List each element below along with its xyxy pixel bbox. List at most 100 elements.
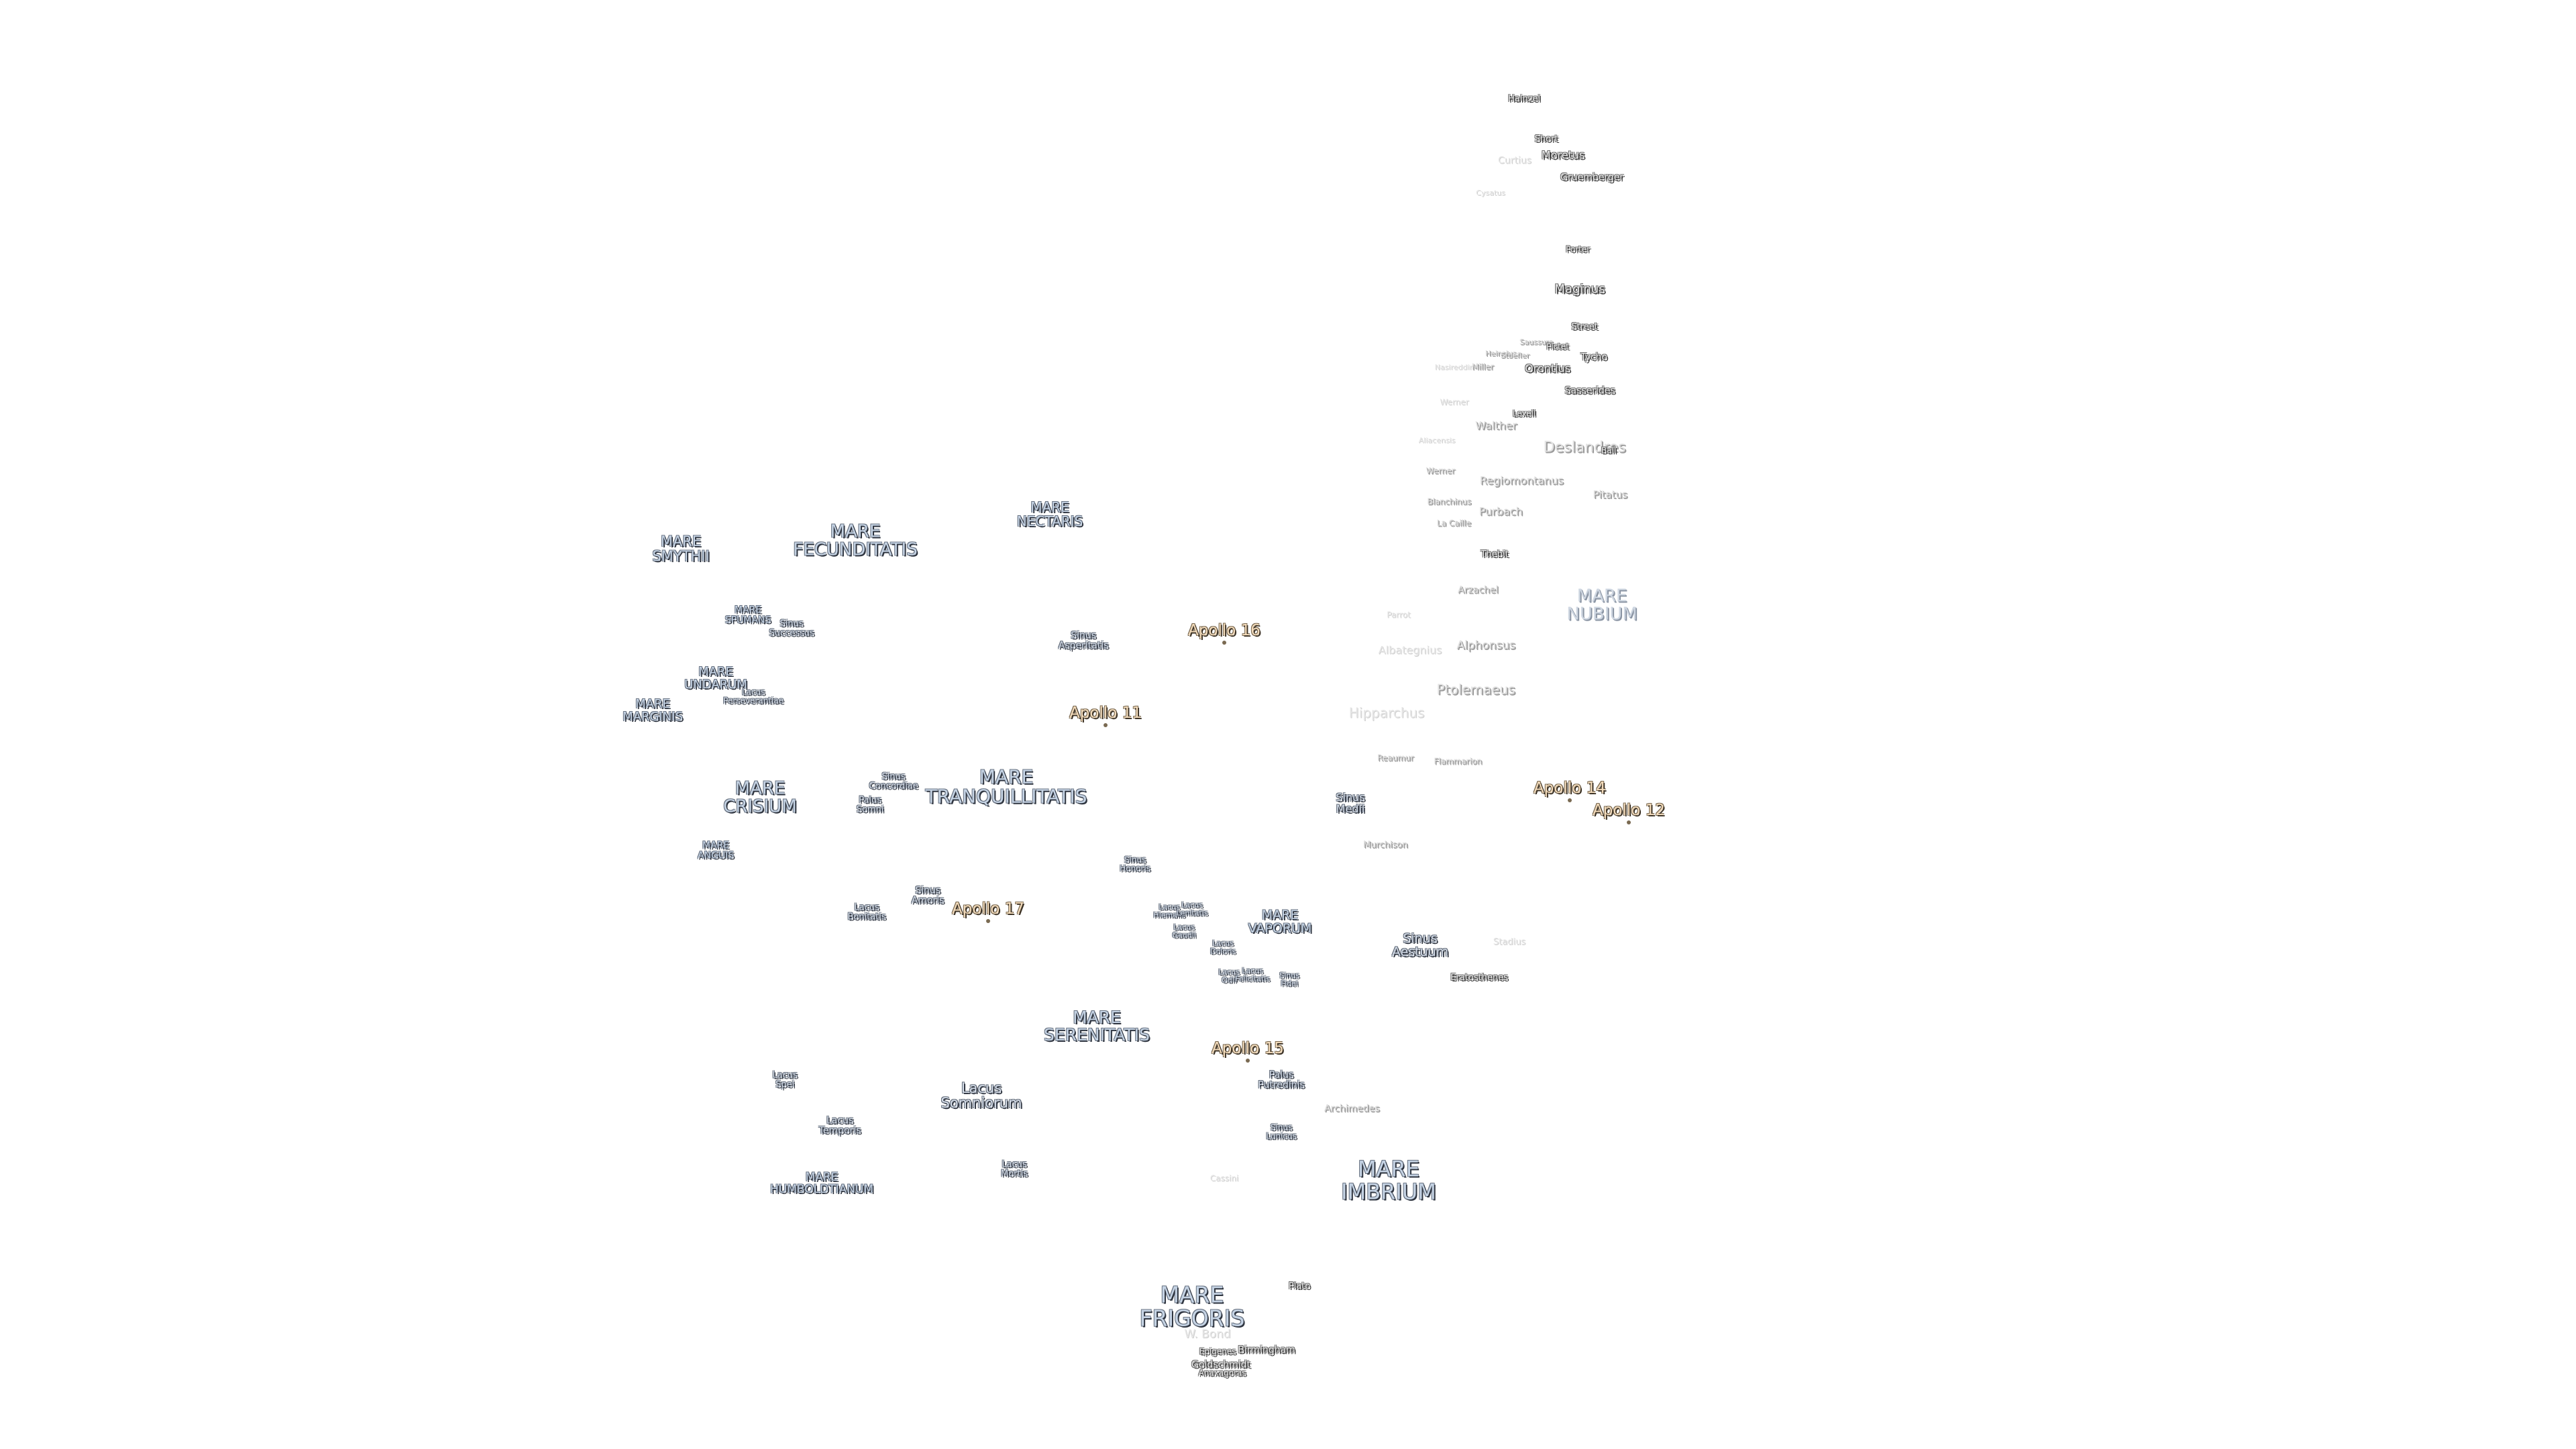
mare-serenitatis-label: MARE SERENITATIS xyxy=(1044,1007,1150,1044)
crater-moretus-label: Moretus xyxy=(1541,148,1585,162)
crater-orontius-label: Orontius xyxy=(1525,362,1570,375)
crater-la-caille-label: La Caille xyxy=(1436,518,1471,528)
apollo-14-site-marker xyxy=(1568,798,1572,802)
crater-sasserides-label: Sasserides xyxy=(1564,385,1615,396)
apollo-15-label: Apollo 15 xyxy=(1212,1039,1284,1057)
palus-somni-label: Palus Somni xyxy=(856,795,884,814)
crater-pitatus-label: Pitatus xyxy=(1593,488,1627,501)
crater-eratosthenes-label: Eratosthenes xyxy=(1450,973,1508,983)
crater-albategnius-label: Albategnius xyxy=(1378,643,1442,657)
crater-ball-label: Ball xyxy=(1601,445,1617,455)
crater-porter-label: Porter xyxy=(1565,244,1591,254)
crater-plato-label: Plato xyxy=(1288,1281,1311,1292)
mare-marginis-label: MARE MARGINIS xyxy=(623,697,683,724)
mare-smythii-label: MARE SMYTHII xyxy=(652,533,710,564)
crater-cassini-label: Cassini xyxy=(1210,1173,1239,1183)
crater-alphonsus-label: Alphonsus xyxy=(1456,639,1515,653)
crater-stadius-label: Stadius xyxy=(1493,937,1526,948)
mare-anguis-label: MARE ANGUIS xyxy=(697,840,735,861)
crater-reaumur-label: Reaumur xyxy=(1377,753,1414,763)
mare-humboldtianum-label: MARE HUMBOLDTIANUM xyxy=(769,1171,874,1196)
crater-epigenes-label: Epigenes xyxy=(1199,1346,1236,1356)
crater-flammarion-label: Flammarion xyxy=(1434,756,1482,766)
sinus-amoris-label: Sinus Amoris xyxy=(911,885,945,906)
sinus-honoris-label: Sinus Honoris xyxy=(1120,855,1150,873)
lacus-temporis-label: Lacus Temporis xyxy=(818,1115,861,1136)
mare-nectaris-label: MARE NECTARIS xyxy=(1016,499,1083,529)
mare-spumans-label: MARE SPUMANS xyxy=(724,604,771,625)
crater-curtius-label: Curtius xyxy=(1498,155,1532,166)
crater-birmingham-label: Birmingham xyxy=(1238,1344,1295,1356)
lacus-odii-label: Lacus Odii xyxy=(1218,967,1240,984)
crater-street-label: Street xyxy=(1571,322,1598,333)
crater-archimedes-label: Archimedes xyxy=(1324,1103,1380,1114)
crater-goldschmidt-label: Goldschmidt xyxy=(1191,1359,1250,1371)
apollo-16-label: Apollo 16 xyxy=(1188,621,1260,639)
apollo-17-site-marker xyxy=(986,919,990,923)
crater-aliacensis-label: Aliacensis xyxy=(1418,436,1456,445)
apollo-11-site-marker xyxy=(1104,723,1108,727)
crater-werner-label: Werner xyxy=(1426,466,1455,476)
apollo-16-site-marker xyxy=(1222,641,1226,645)
mare-imbrium-label: MARE IMBRIUM xyxy=(1341,1156,1436,1204)
lacus-spei-label: Lacus Spei xyxy=(772,1070,798,1089)
crater-nasireddin-label: Nasireddin xyxy=(1434,363,1474,372)
crater-miller-label: Miller xyxy=(1471,362,1494,372)
crater-ptolemaeus-label: Ptolemaeus xyxy=(1436,681,1515,698)
lacus-hiemalis-label: Lacus Hiemalis xyxy=(1153,902,1185,919)
sinus-successus-label: Sinus Successus xyxy=(769,619,814,638)
mare-vaporum-label: MARE VAPORUM xyxy=(1248,908,1312,936)
crater-cysatus-label: Cysatus xyxy=(1476,189,1505,198)
crater-parrot-label: Parrot xyxy=(1387,610,1411,620)
lacus-somniorum-label: Lacus Somniorum xyxy=(941,1079,1022,1111)
lacus-bonitatis-label: Lacus Bonitatis xyxy=(847,902,886,922)
sinus-fidei-label: Sinus Fidei xyxy=(1279,971,1299,987)
crater-blanchinus-label: Blanchinus xyxy=(1427,496,1471,506)
apollo-11-label: Apollo 11 xyxy=(1069,704,1142,722)
crater-heinsius-label: Heinsius xyxy=(1485,349,1517,358)
crater-saussure-label: Saussure xyxy=(1519,337,1554,347)
mare-tranquillitatis-label: MARE TRANQUILLITATIS xyxy=(925,765,1087,808)
crater-arzachel-label: Arzachel xyxy=(1457,584,1499,596)
crater-tycho-label: Tycho xyxy=(1580,352,1607,363)
mare-frigoris-label: MARE FRIGORIS xyxy=(1139,1281,1245,1331)
crater-walther-label: Walther xyxy=(1475,419,1517,432)
crater-gruemberger-label: Gruemberger xyxy=(1560,172,1623,183)
crater-short-label: Short xyxy=(1534,134,1558,145)
lacus-perseverantiae-label: Lacus Perseverantiae xyxy=(723,687,784,705)
lacus-gaudii-label: Lacus Gaudii xyxy=(1172,922,1196,939)
apollo-12-site-marker xyxy=(1627,820,1631,824)
mare-undarum-label: MARE UNDARUM xyxy=(684,665,747,692)
sinus-medii-label: Sinus Medii xyxy=(1336,791,1365,815)
sinus-asperitatis-label: Sinus Asperitatis xyxy=(1058,630,1109,651)
sinus-aestuum-label: Sinus Aestuum xyxy=(1391,931,1449,959)
apollo-15-site-marker xyxy=(1246,1059,1250,1063)
crater-hainzel-label: Hainzel xyxy=(1507,94,1541,105)
sinus-concordiae-label: Sinus Concordiae xyxy=(869,771,918,791)
crater-anaxagoras-label: Anaxagoras xyxy=(1198,1368,1246,1378)
crater-regiomontanus-label: Regiomontanus xyxy=(1479,474,1564,487)
crater-stoefler-label: Stoefler xyxy=(1500,351,1529,360)
crater-lexell-label: Lexell xyxy=(1512,409,1536,419)
lacus-mortis-label: Lacus Mortis xyxy=(1001,1159,1028,1179)
crater-purbach-label: Purbach xyxy=(1479,504,1523,518)
mare-crisium-label: MARE CRISIUM xyxy=(723,778,797,817)
mare-fecunditatis-label: MARE FECUNDITATIS xyxy=(793,521,918,560)
crater-pictet-label: Pictet xyxy=(1546,341,1569,352)
lacus-felicitatis-label: Lacus Felicitatis xyxy=(1235,966,1270,983)
crater-w-bond-label: W. Bond xyxy=(1184,1328,1231,1342)
crater-werner-faint-label: Werner xyxy=(1440,397,1469,407)
sinus-lunicus-label: Sinus Lunicus xyxy=(1266,1122,1297,1140)
crater-maginus-label: Maginus xyxy=(1554,282,1605,297)
mare-nubium-label: MARE NUBIUM xyxy=(1566,586,1638,625)
lacus-lenitatis-label: Lacus Lenitatis xyxy=(1176,900,1208,917)
apollo-12-label: Apollo 12 xyxy=(1593,801,1665,819)
crater-thebit-label: Thebit xyxy=(1481,549,1509,560)
crater-deslandres-label: Deslandres xyxy=(1543,439,1626,456)
crater-hipparchus-label: Hipparchus xyxy=(1348,704,1425,721)
apollo-17-label: Apollo 17 xyxy=(952,900,1024,918)
palus-putredinis-label: Palus Putredinis xyxy=(1258,1069,1305,1090)
apollo-14-label: Apollo 14 xyxy=(1534,779,1606,797)
crater-murchison-label: Murchison xyxy=(1362,840,1408,851)
